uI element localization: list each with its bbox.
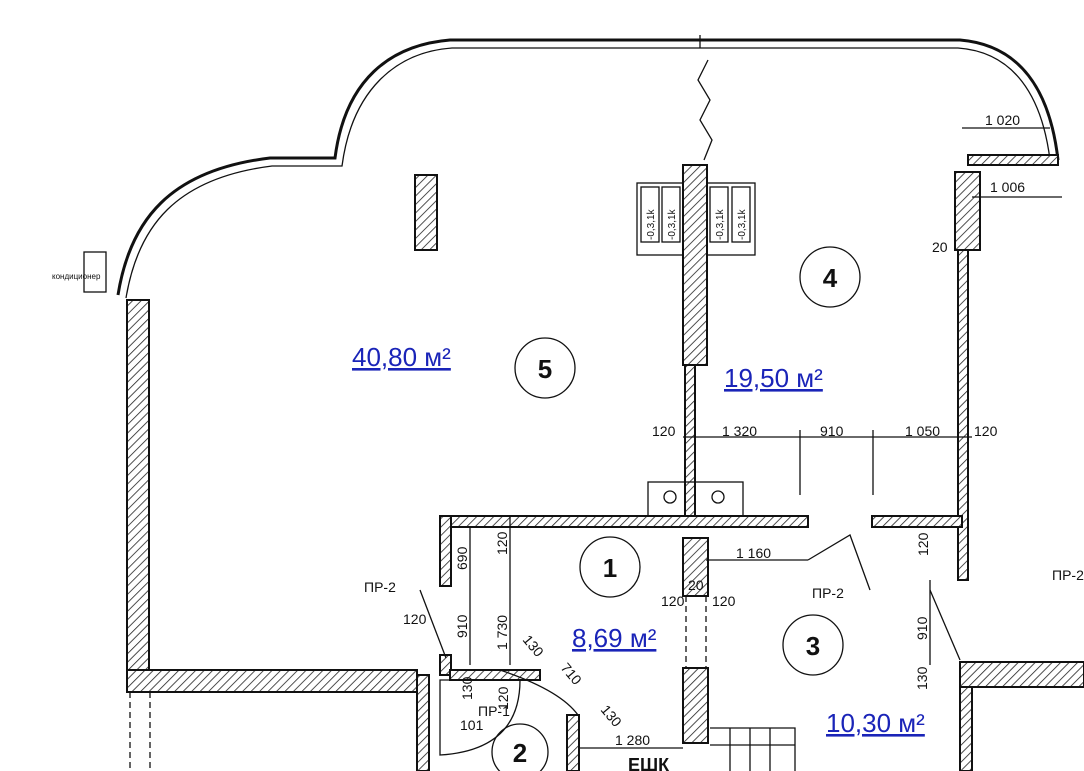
door-swing xyxy=(929,589,961,661)
room-area-3: 10,30 м² xyxy=(826,708,925,738)
dim-label: 690 xyxy=(454,546,470,570)
dim-label: 1 020 xyxy=(985,112,1020,128)
room-marker-3: 3 xyxy=(782,614,844,676)
dim-label: 1 050 xyxy=(905,423,940,439)
dim-label: 120 xyxy=(915,532,931,556)
radiator-label: -0,3,1k xyxy=(667,208,678,240)
wall-room1-top xyxy=(439,515,809,528)
door-swing xyxy=(807,534,871,591)
radiator-label: -0,3,1k xyxy=(737,208,748,240)
column-right xyxy=(954,171,981,251)
dim-label: 120 xyxy=(495,686,511,710)
dim-label: 130 xyxy=(914,666,930,690)
dim-label: 910 xyxy=(914,616,930,640)
dim-label: 130 xyxy=(520,632,547,660)
dim-label: 20 xyxy=(688,577,704,593)
wall-left xyxy=(126,299,150,673)
door-type-label: ПР-2 xyxy=(364,579,396,595)
dim-label: 1 006 xyxy=(990,179,1025,195)
break-line xyxy=(697,59,713,161)
door-type-label: ПР-2 xyxy=(1052,567,1084,583)
dim-label: 1 730 xyxy=(494,615,510,650)
svg-text:4: 4 xyxy=(823,263,838,293)
svg-text:1: 1 xyxy=(603,553,617,583)
dim-label: 130 xyxy=(598,702,625,730)
svg-text:2: 2 xyxy=(513,738,527,768)
column xyxy=(414,174,438,251)
ac-label: кондиционер xyxy=(52,272,101,281)
dim-label: 910 xyxy=(820,423,844,439)
dim-label: 1 160 xyxy=(736,545,771,561)
room-marker-5: 5 xyxy=(514,337,576,399)
partition-4-5 xyxy=(684,364,696,521)
room-area-5: 40,80 м² xyxy=(352,342,451,372)
room-marker-1: 1 xyxy=(579,536,641,598)
radiator-label: -0,3,1k xyxy=(715,208,726,240)
room-marker-4: 4 xyxy=(799,246,861,308)
room-area-4: 19,50 м² xyxy=(724,363,823,393)
svg-text:3: 3 xyxy=(806,631,820,661)
door-type-label: ПР-1 xyxy=(478,703,510,719)
dim-label: 120 xyxy=(403,611,427,627)
dim-label: 1 280 xyxy=(615,732,650,748)
dim-label: 20 xyxy=(932,239,948,255)
exterior-curved-wall xyxy=(116,38,1060,296)
dim-label: 101 xyxy=(460,717,484,733)
door-swing xyxy=(419,589,447,659)
wall-bottom-left xyxy=(126,669,418,693)
room-area-1: 8,69 м² xyxy=(572,623,657,653)
radiator-group xyxy=(636,182,756,256)
door-type-label: ПР-2 xyxy=(812,585,844,601)
wall-right xyxy=(957,249,969,581)
shower-tray xyxy=(439,679,521,756)
shaft xyxy=(682,164,708,366)
dim-label: 120 xyxy=(494,531,510,555)
dim-label: 120 xyxy=(652,423,676,439)
wall-top-right xyxy=(967,154,1059,166)
ac-unit xyxy=(83,251,107,293)
dim-label: 120 xyxy=(661,593,685,609)
dim-label: 1 320 xyxy=(722,423,757,439)
dim-label: 130 xyxy=(459,676,475,700)
dim-label: 910 xyxy=(454,614,470,638)
door-swing xyxy=(499,669,579,716)
dim-label: 710 xyxy=(558,660,585,688)
svg-text:5: 5 xyxy=(538,354,552,384)
sink-unit xyxy=(647,481,744,517)
cabinet-label: ЕШК xyxy=(628,755,670,771)
dim-label: 120 xyxy=(974,423,998,439)
room-marker-2: 2 xyxy=(491,723,549,771)
dim-label: 120 xyxy=(712,593,736,609)
radiator-label: -0,3,1k xyxy=(646,208,657,240)
